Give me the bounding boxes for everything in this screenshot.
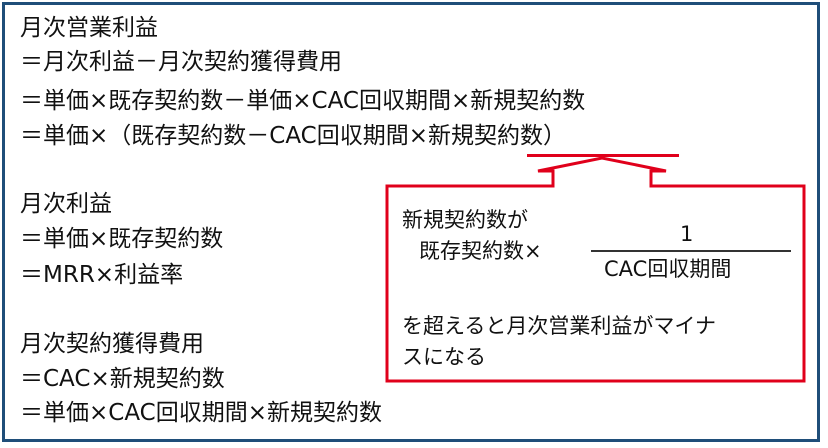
fraction-denominator: CAC回収期間: [604, 257, 732, 281]
formula-line: ＝単価×（既存契約数－CAC回収期間×新規契約数）: [20, 123, 566, 149]
callout-text-line: 新規契約数が: [402, 208, 528, 232]
formula-line: ＝単価×CAC回収期間×新規契約数: [20, 400, 382, 426]
formula-line: ＝CAC×新規契約数: [20, 366, 225, 392]
fraction-bar: [591, 250, 791, 252]
callout-lhs: 既存契約数×: [419, 239, 542, 263]
callout-text-line: スになる: [402, 345, 486, 369]
block-title-monthly-profit: 月次利益: [20, 191, 112, 217]
formula-line: ＝MRR×利益率: [20, 262, 184, 288]
formula-line: ＝単価×既存契約数－単価×CAC回収期間×新規契約数: [20, 88, 586, 114]
formula-line: ＝単価×既存契約数: [20, 226, 224, 252]
block-title-operating-profit: 月次営業利益: [20, 15, 158, 41]
block-title-acquisition-cost: 月次契約獲得費用: [20, 331, 204, 357]
formula-line: ＝月次利益－月次契約獲得費用: [20, 49, 342, 75]
fraction-numerator: 1: [680, 222, 694, 246]
highlight-underline: [527, 154, 679, 157]
callout-text-line: を超えると月次営業利益がマイナ: [402, 314, 716, 338]
